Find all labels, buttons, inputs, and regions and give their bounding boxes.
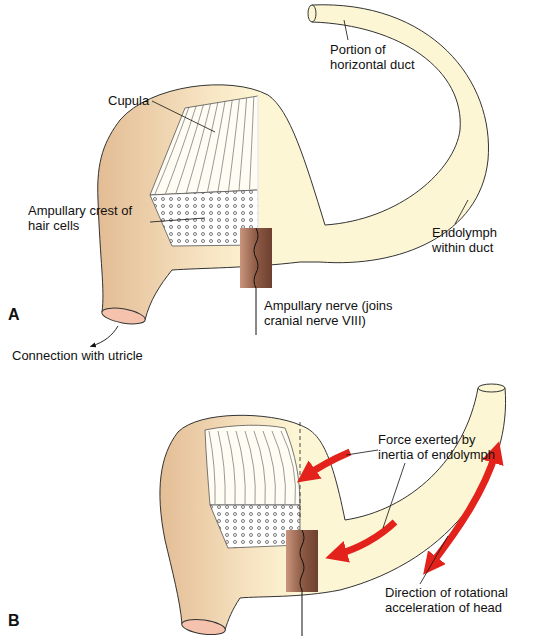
annotation-label: Direction of rotational acceleration of … [385,585,537,615]
cupula-fiber [245,431,255,504]
leader-line [383,463,405,528]
cupula-fibers [209,431,296,504]
duct-cut-end [308,5,316,22]
cupula-fiber [281,431,296,504]
cupula-fiber [209,431,215,504]
cupula-fiber [239,98,247,190]
panel-letter: B [8,612,38,630]
cupula-fiber [227,431,235,504]
leader-line [455,200,468,224]
part-label: Endolymph within duct [432,225,527,255]
cupula-fiber [208,102,226,192]
cupula-fiber [250,97,254,189]
cupula-fibers [155,97,254,194]
leader-line [420,536,448,584]
nerve-fiber [300,530,304,636]
cupula-fiber [236,431,245,504]
ampulla-duct-outline [98,5,489,320]
utricle-connection [101,305,147,326]
part-label: Portion of horizontal duct [330,42,430,72]
leader-line [152,101,215,132]
leader-line [344,20,348,40]
duct-cut-end [478,384,505,392]
cupula-fiber [254,431,265,504]
leader-line [346,450,378,455]
part-label: Ampullary nerve (joins cranial nerve VII… [264,298,414,328]
cupula-fiber [187,104,211,193]
cupula-fiber [229,99,240,190]
inertia-arrow [336,522,395,555]
part-label: Ampullary crest of hair cells [28,203,153,233]
part-label: Cupula [108,93,168,108]
cupula [205,425,300,505]
cupula-fiber [272,431,286,504]
connection-arrow [92,326,118,346]
resting-cupula-position [300,422,301,520]
annotation-label: Force exerted by inertia of endolymph [378,432,513,462]
cupula [150,96,258,195]
cupula-fiber [197,103,218,192]
cupula-fiber [263,431,275,504]
leader-line [150,218,205,222]
part-label: Connection with utricle [12,348,182,363]
cupula-fiber [176,105,203,193]
inertia-arrow [306,452,350,476]
cupula-fiber [155,107,189,194]
utricle-connection [181,617,227,636]
panel-letter: A [8,306,38,324]
cupula-fiber [166,106,197,194]
nerve-fiber [254,228,258,335]
cupula-fiber [218,431,225,504]
rotation-arrow [430,452,496,566]
